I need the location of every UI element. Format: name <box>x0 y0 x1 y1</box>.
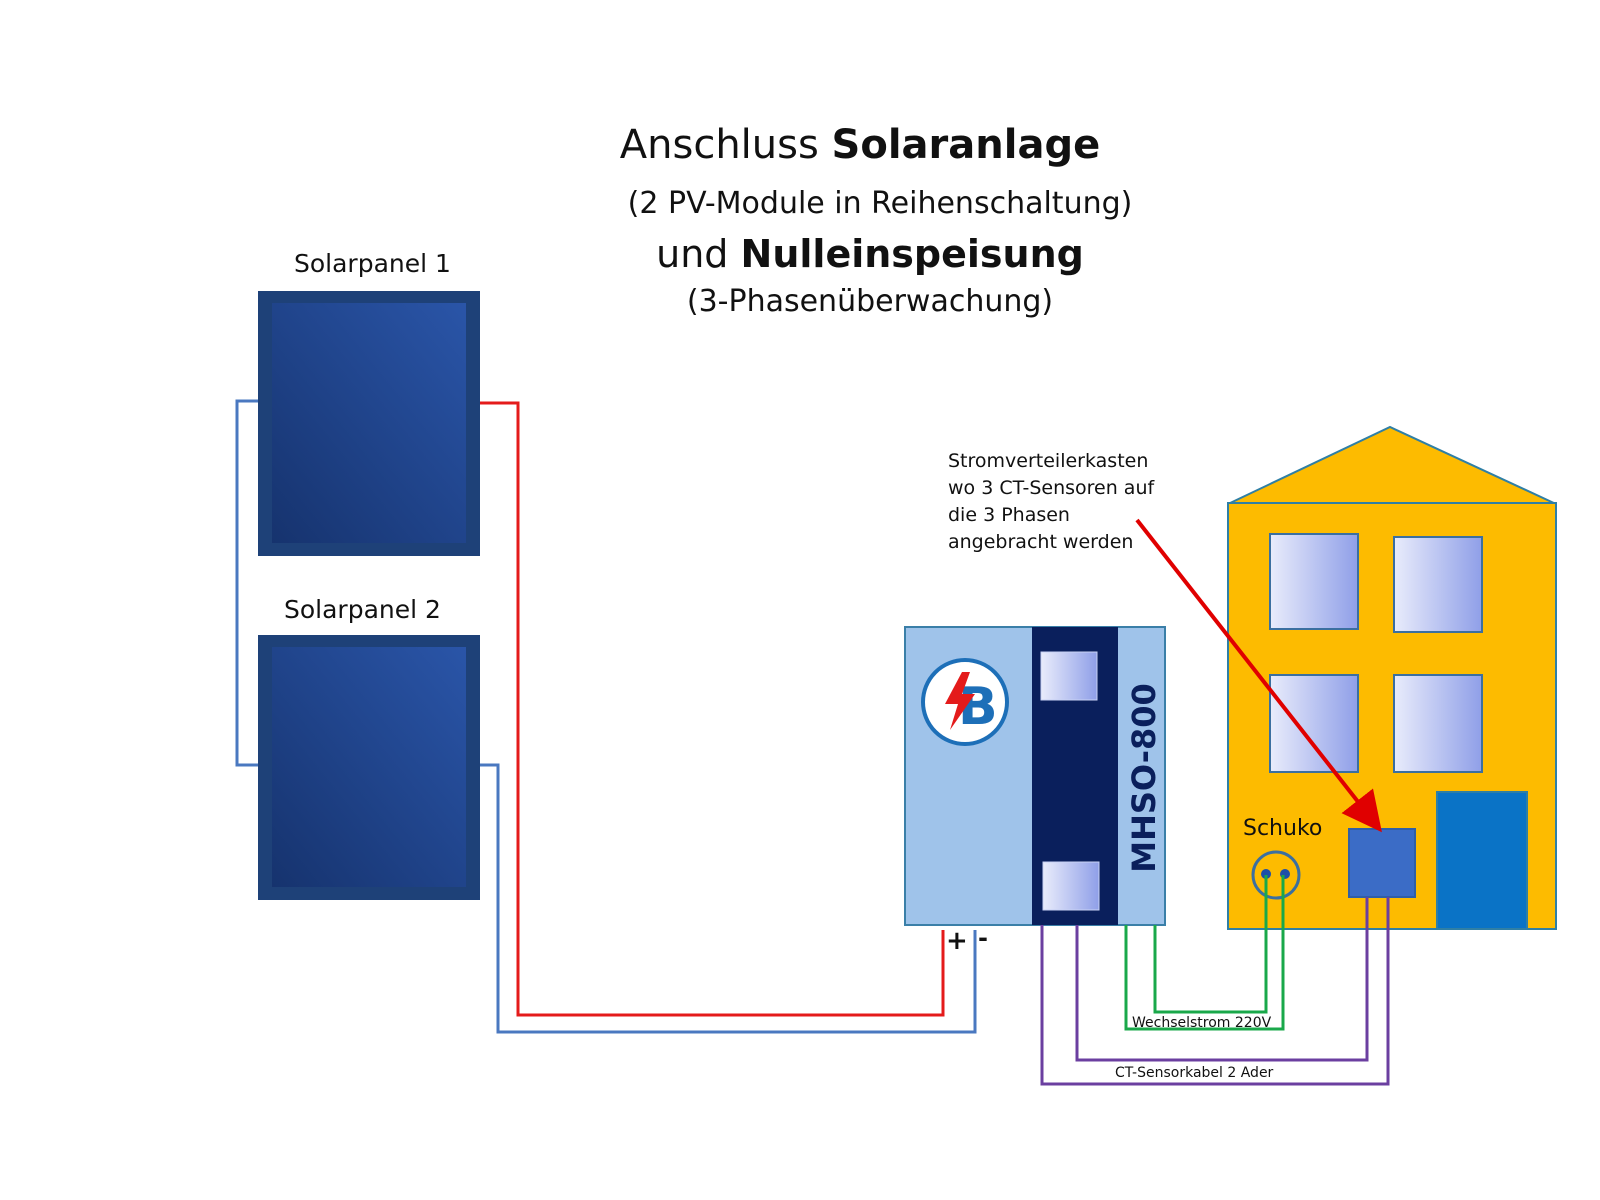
distribution-note: Stromverteilerkasten wo 3 CT-Sensoren au… <box>948 448 1154 556</box>
title-line-4: (3-Phasenüberwachung) <box>686 284 1054 319</box>
note-line-4: angebracht werden <box>948 531 1134 553</box>
note-line-3: die 3 Phasen <box>948 504 1070 526</box>
ac-wire <box>1124 875 1285 1031</box>
note-line-2: wo 3 CT-Sensoren auf <box>948 477 1155 499</box>
inverter-model-label: MHSO-800 <box>1125 683 1163 873</box>
ac-wire-2 <box>1153 875 1268 1014</box>
positive-wire <box>480 401 945 1017</box>
plus-terminal-label: + <box>946 926 968 956</box>
panel-1-label: Solarpanel 1 <box>294 249 451 278</box>
ct-sensor-wire <box>1040 897 1390 1086</box>
title-line-3: und Nulleinspeisung <box>0 232 1600 276</box>
pointer-arrow <box>1135 518 1382 833</box>
lightning-b-logo-icon: B <box>921 658 1009 746</box>
title-bold: Solaranlage <box>831 122 1101 168</box>
series-link-wire <box>235 399 258 767</box>
house <box>1227 425 1557 930</box>
subtitle-bold: Nulleinspeisung <box>740 232 1084 276</box>
negative-wire <box>480 763 977 1034</box>
ct-cable-label: CT-Sensorkabel 2 Ader <box>1115 1065 1274 1081</box>
ac-cable-label: Wechselstrom 220V <box>1132 1015 1272 1031</box>
ct-sensor-wire-2 <box>1075 897 1369 1062</box>
title-line-1: Anschluss Solaranlage <box>0 122 1600 168</box>
schuko-label: Schuko <box>1243 816 1323 841</box>
solar-panel-2 <box>258 635 480 900</box>
subtitle-normal: und <box>656 232 729 276</box>
note-line-1: Stromverteilerkasten <box>948 450 1149 472</box>
minus-terminal-label: - <box>978 924 988 952</box>
panel-2-label: Solarpanel 2 <box>284 595 441 624</box>
title-line-2: (2 PV-Module in Reihenschaltung) <box>627 186 1133 221</box>
inverter: B <box>904 626 1166 926</box>
door <box>1436 791 1528 930</box>
solar-panel-1 <box>258 291 480 556</box>
title-normal: Anschluss <box>619 122 819 168</box>
distribution-box <box>1348 828 1416 898</box>
